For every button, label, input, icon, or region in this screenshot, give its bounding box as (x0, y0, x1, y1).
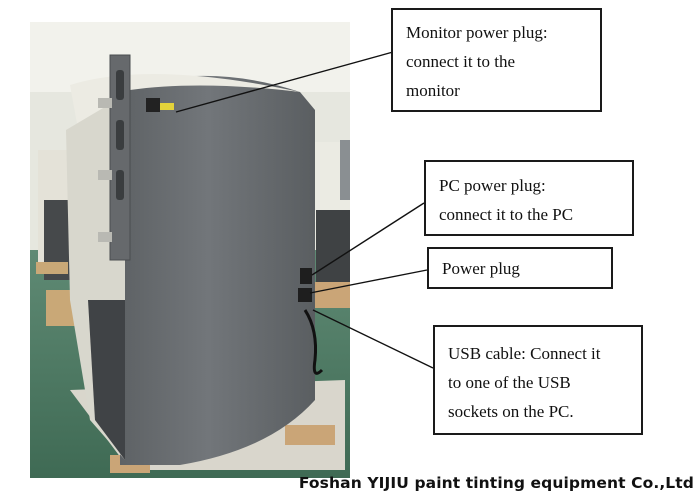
usb-cable (303, 309, 324, 375)
callout-line: Power plug (442, 259, 520, 278)
background-machine-right (312, 140, 350, 290)
leader-lines (175, 51, 434, 369)
callout-line: sockets on the PC. (448, 402, 574, 421)
mounting-rail (98, 54, 131, 261)
power-socket (298, 288, 312, 302)
callout-line: Monitor power plug: (406, 23, 548, 42)
callout-line: to one of the USB (448, 373, 571, 392)
power-plug-callout: Power plug (427, 247, 613, 289)
usb-cable-callout: USB cable: Connect it to one of the USB … (433, 325, 643, 435)
machine-cabinet (66, 74, 315, 465)
monitor-power-socket (146, 98, 174, 112)
callout-line: monitor (406, 81, 460, 100)
callout-line: connect it to the (406, 52, 516, 71)
monitor-power-plug-callout: Monitor power plug: connect it to the mo… (391, 8, 602, 112)
callout-line: USB cable: Connect it (448, 344, 601, 363)
pc-power-socket (300, 268, 312, 284)
pc-power-plug-callout: PC power plug: connect it to the PC (424, 160, 634, 236)
callout-line: connect it to the PC (439, 205, 574, 224)
callout-line: PC power plug: (439, 176, 546, 195)
company-name-footer: Foshan YIJIU paint tinting equipment Co.… (298, 474, 694, 492)
